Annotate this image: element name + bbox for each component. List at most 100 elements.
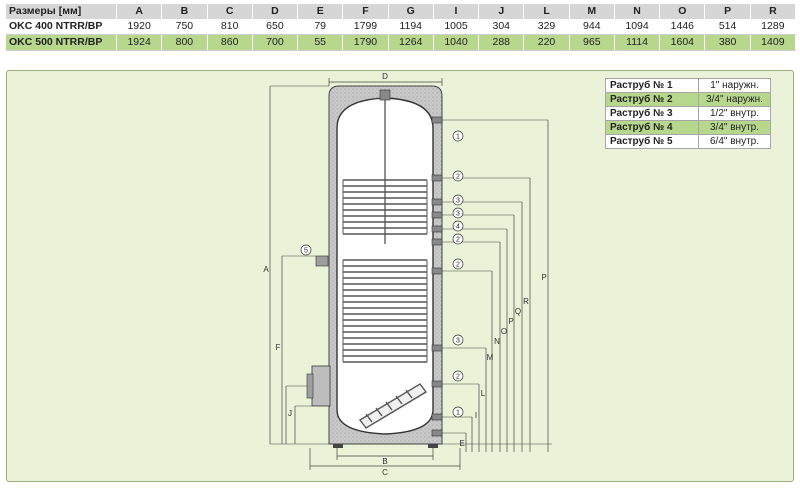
table-cell: 1924 xyxy=(116,34,163,51)
col-header: I xyxy=(433,4,480,19)
dim-label-a: A xyxy=(263,265,269,274)
table-cell: 700 xyxy=(252,34,299,51)
nozzle-marker-2: 2 xyxy=(452,170,464,182)
legend-nozzle-size: 3/4" наружн. xyxy=(698,92,771,107)
col-header: M xyxy=(569,4,615,19)
legend-nozzle-size: 6/4" внутр. xyxy=(698,134,771,149)
top-nozzle xyxy=(379,89,391,101)
table-row: OKC 400 NTRR/BP 1920 750 810 650 79 1799… xyxy=(6,19,797,35)
svg-text:1: 1 xyxy=(456,410,460,417)
dimensions-table: Размеры [мм] A B C D E F G I J L M N O P… xyxy=(6,4,797,51)
legend-row: Раструб № 2 3/4" наружн. xyxy=(605,92,771,107)
svg-text:3: 3 xyxy=(456,198,460,205)
legend-nozzle-name: Раструб № 3 xyxy=(605,106,699,121)
legend-row: Раструб № 3 1/2" внутр. xyxy=(605,106,771,121)
nozzle-marker-3: 3 xyxy=(452,194,464,206)
table-cell: 1194 xyxy=(388,19,434,35)
table-cell: 860 xyxy=(207,34,253,51)
svg-text:1: 1 xyxy=(456,134,460,141)
lower-coil xyxy=(342,259,428,363)
dimensions-header-label: Размеры [мм] xyxy=(6,4,117,19)
table-cell: 1094 xyxy=(614,19,661,35)
table-cell: 1114 xyxy=(614,34,661,51)
nozzle-marker-4: 4 xyxy=(452,220,464,232)
table-cell: 650 xyxy=(252,19,299,35)
table-cell: 1040 xyxy=(433,34,480,51)
svg-text:3: 3 xyxy=(456,338,460,345)
nozzle-marker-2d: 2 xyxy=(452,370,464,382)
dimensions-header-row: Размеры [мм] A B C D E F G I J L M N O P… xyxy=(6,4,797,19)
col-header: F xyxy=(342,4,389,19)
dimension-lines-left xyxy=(269,86,296,444)
legend-nozzle-name: Раструб № 2 xyxy=(605,92,699,107)
legend-row: Раструб № 5 6/4" внутр. xyxy=(605,134,771,149)
legend-row: Раструб № 1 1" наружн. xyxy=(605,78,771,93)
svg-text:5: 5 xyxy=(304,248,308,255)
col-header: O xyxy=(659,4,706,19)
table-cell: 1005 xyxy=(433,19,480,35)
table-cell: 750 xyxy=(161,19,208,35)
svg-text:2: 2 xyxy=(456,374,460,381)
dim-label-f: F xyxy=(276,343,281,352)
dim-label-p: P xyxy=(508,317,513,326)
dim-label-r: R xyxy=(523,297,529,306)
table-cell: 220 xyxy=(523,34,570,51)
table-cell: 514 xyxy=(704,19,751,35)
dim-label-e: E xyxy=(459,439,464,448)
dim-label-c: C xyxy=(382,468,388,477)
dim-label-p2: P xyxy=(541,273,546,282)
nozzle-marker-2b: 2 xyxy=(452,233,464,245)
dim-label-i: I xyxy=(475,411,477,420)
side-flange xyxy=(306,255,331,407)
dim-label-o: O xyxy=(501,327,507,336)
table-cell: 304 xyxy=(478,19,525,35)
table-cell: 810 xyxy=(207,19,253,35)
dim-label-d: D xyxy=(382,72,388,81)
svg-text:2: 2 xyxy=(456,262,460,269)
legend-nozzle-size: 3/4" внутр. xyxy=(698,120,771,135)
table-row: OKC 500 NTRR/BP 1924 800 860 700 55 1790… xyxy=(6,34,797,51)
table-cell: 1409 xyxy=(750,34,797,51)
table-cell: 79 xyxy=(297,19,344,35)
table-cell: 55 xyxy=(297,34,344,51)
svg-text:2: 2 xyxy=(456,237,460,244)
table-cell: 1790 xyxy=(342,34,389,51)
tank-feet xyxy=(333,444,438,448)
col-header: D xyxy=(252,4,299,19)
dim-label-j: J xyxy=(288,409,292,418)
dimension-lines-width xyxy=(309,78,461,470)
upper-coil xyxy=(342,179,428,235)
model-name: OKC 400 NTRR/BP xyxy=(6,19,117,35)
nozzle-legend: Раструб № 1 1" наружн. Раструб № 2 3/4" … xyxy=(605,78,771,149)
table-cell: 1264 xyxy=(388,34,434,51)
col-header: R xyxy=(750,4,797,19)
table-cell: 329 xyxy=(523,19,570,35)
col-header: J xyxy=(478,4,525,19)
legend-nozzle-name: Раструб № 5 xyxy=(605,134,699,149)
nozzle-marker-3c: 3 xyxy=(452,334,464,346)
nozzle-marker-2c: 2 xyxy=(452,258,464,270)
table-cell: 1799 xyxy=(342,19,389,35)
table-cell: 1446 xyxy=(659,19,706,35)
col-header: A xyxy=(116,4,163,19)
dimension-lines-right xyxy=(465,120,549,452)
legend-nozzle-name: Раструб № 4 xyxy=(605,120,699,135)
legend-nozzle-size: 1" наружн. xyxy=(698,78,771,93)
col-header: E xyxy=(297,4,344,19)
col-header: G xyxy=(388,4,434,19)
dim-label-m: M xyxy=(487,353,494,362)
col-header: C xyxy=(207,4,253,19)
inlet-diffuser xyxy=(358,383,428,429)
col-header: L xyxy=(523,4,570,19)
col-header: B xyxy=(161,4,208,19)
table-cell: 800 xyxy=(161,34,208,51)
table-cell: 944 xyxy=(569,19,615,35)
svg-text:2: 2 xyxy=(456,174,460,181)
svg-text:3: 3 xyxy=(456,211,460,218)
nozzle-marker-1b: 1 xyxy=(452,406,464,418)
dim-label-n: N xyxy=(494,337,500,346)
table-cell: 1289 xyxy=(750,19,797,35)
model-name: OKC 500 NTRR/BP xyxy=(6,34,117,51)
nozzle-marker-5: 5 xyxy=(300,244,312,256)
